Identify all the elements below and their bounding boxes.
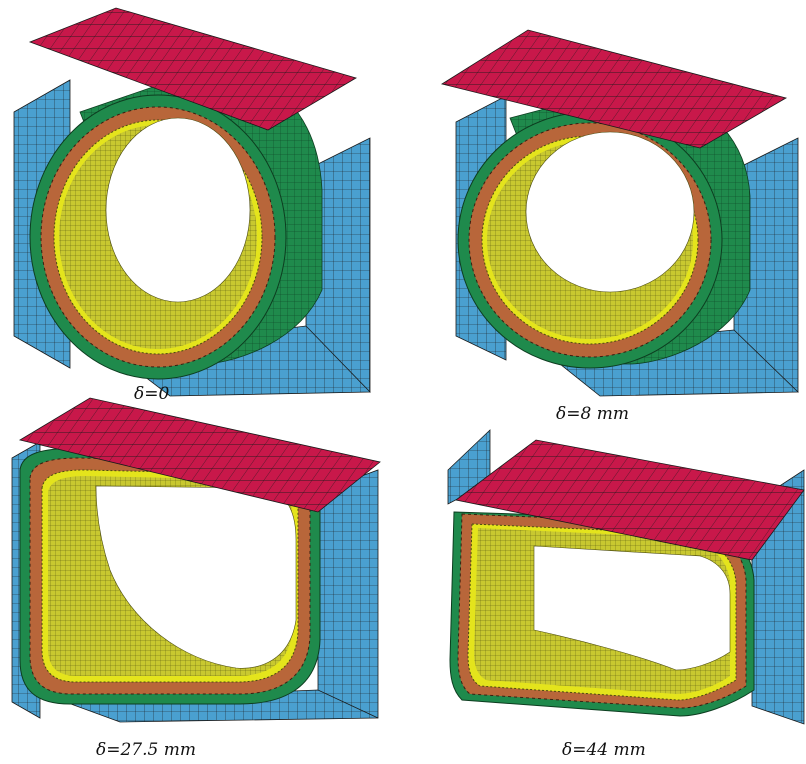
panel-4-top-plate [455, 439, 805, 561]
caption-panel-1: δ=0 [134, 384, 170, 404]
panel-3-model [11, 397, 381, 723]
panel-1-model [13, 7, 371, 397]
panel-3-top-plate [18, 397, 381, 513]
panel-1-opening [105, 117, 251, 303]
caption-panel-4: δ=44 mm [562, 740, 646, 760]
panel-4-model [447, 429, 805, 725]
caption-panel-3: δ=27.5 mm [96, 740, 196, 760]
panel-3-right-side-plate [317, 469, 379, 719]
panel-3-opening [95, 485, 297, 669]
panel-4-opening [533, 545, 731, 671]
panel-2-opening [525, 131, 695, 293]
panel-2-top-plate [440, 29, 788, 149]
panel-2-model [440, 29, 799, 397]
caption-panel-2: δ=8 mm [556, 404, 629, 424]
panel-1-top-plate [28, 7, 357, 131]
